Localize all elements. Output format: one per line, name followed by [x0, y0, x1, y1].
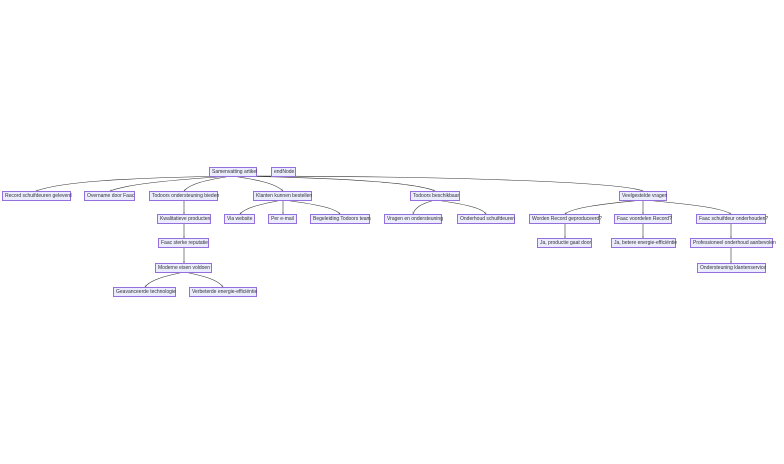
- node-veelgestelde-vragen[interactable]: Veelgestelde vragen: [619, 191, 667, 201]
- edge-faq-q3: [642, 199, 731, 215]
- node-energie-efficientie[interactable]: Verbeterde energie-efficiëntie: [189, 287, 257, 297]
- node-todoors-beschikbaar[interactable]: Todoors beschikbaar: [410, 191, 460, 201]
- edge-modern-geavanceerd: [144, 271, 185, 287]
- edge-beschikbaar-onderhoud: [434, 199, 487, 214]
- edge-faq-q1: [565, 199, 644, 214]
- edge-bestellen-team: [282, 199, 340, 214]
- edge-modern-energie: [183, 271, 224, 287]
- node-klanten-bestellen[interactable]: Klanten kunnen bestellen: [253, 191, 312, 201]
- node-question-faac-maintenance[interactable]: Faac schuifdeur onderhouden?: [696, 214, 768, 224]
- node-samenvatting-artikel[interactable]: Samenvatting artikel: [209, 167, 257, 177]
- node-moderne-eisen[interactable]: Moderne eisen voldoen: [155, 263, 212, 273]
- node-todoors-ondersteuning[interactable]: Todoors ondersteuning bieden: [149, 191, 219, 201]
- node-answer-productie[interactable]: Ja, productie gaat door: [537, 238, 592, 248]
- node-question-record-produced[interactable]: Worden Record geproduceerd?: [529, 214, 602, 224]
- node-answer-energie[interactable]: Ja, betere energie-efficiëntie: [611, 238, 677, 248]
- edge-root-overname: [110, 175, 233, 191]
- node-kwalitatieve-producten[interactable]: Kwalitatieve producten: [157, 214, 211, 224]
- node-vragen-ondersteuning[interactable]: Vragen en ondersteuning: [384, 214, 443, 224]
- edge-root-beschikbaar: [231, 175, 435, 192]
- edge-root-todoors-steun: [184, 175, 233, 191]
- edge-root-record: [36, 175, 233, 191]
- edge-beschikbaar-vragen: [413, 199, 436, 214]
- edge-bestellen-website: [240, 199, 284, 214]
- node-via-website[interactable]: Via website: [224, 214, 255, 224]
- node-ondersteuning-klantenservice[interactable]: Ondersteuning klantenservice: [697, 263, 766, 273]
- edge-root-faq: [231, 175, 643, 191]
- edge-root-bestellen: [231, 175, 283, 191]
- node-onderhoud-schuifdeuren[interactable]: Onderhoud schuifdeuren: [457, 214, 515, 224]
- node-per-email[interactable]: Per e-mail: [268, 214, 297, 224]
- node-geavanceerde-technologie[interactable]: Geavanceerde technologie: [113, 287, 176, 297]
- node-answer-professioneel[interactable]: Professioneel onderhoud aanbevolen: [690, 238, 776, 248]
- node-faac-reputatie[interactable]: Faac sterke reputatie: [158, 238, 209, 248]
- node-begeleiding-team[interactable]: Begeleiding Todoors team: [310, 214, 371, 224]
- node-record-schuifdeuren[interactable]: Record schuifdeuren geleverd: [2, 191, 72, 201]
- node-question-faac-benefits[interactable]: Faac voordelen Record?: [614, 214, 672, 224]
- node-end[interactable]: endNode: [271, 167, 296, 177]
- node-overname-faac[interactable]: Overname door Faac: [84, 191, 135, 201]
